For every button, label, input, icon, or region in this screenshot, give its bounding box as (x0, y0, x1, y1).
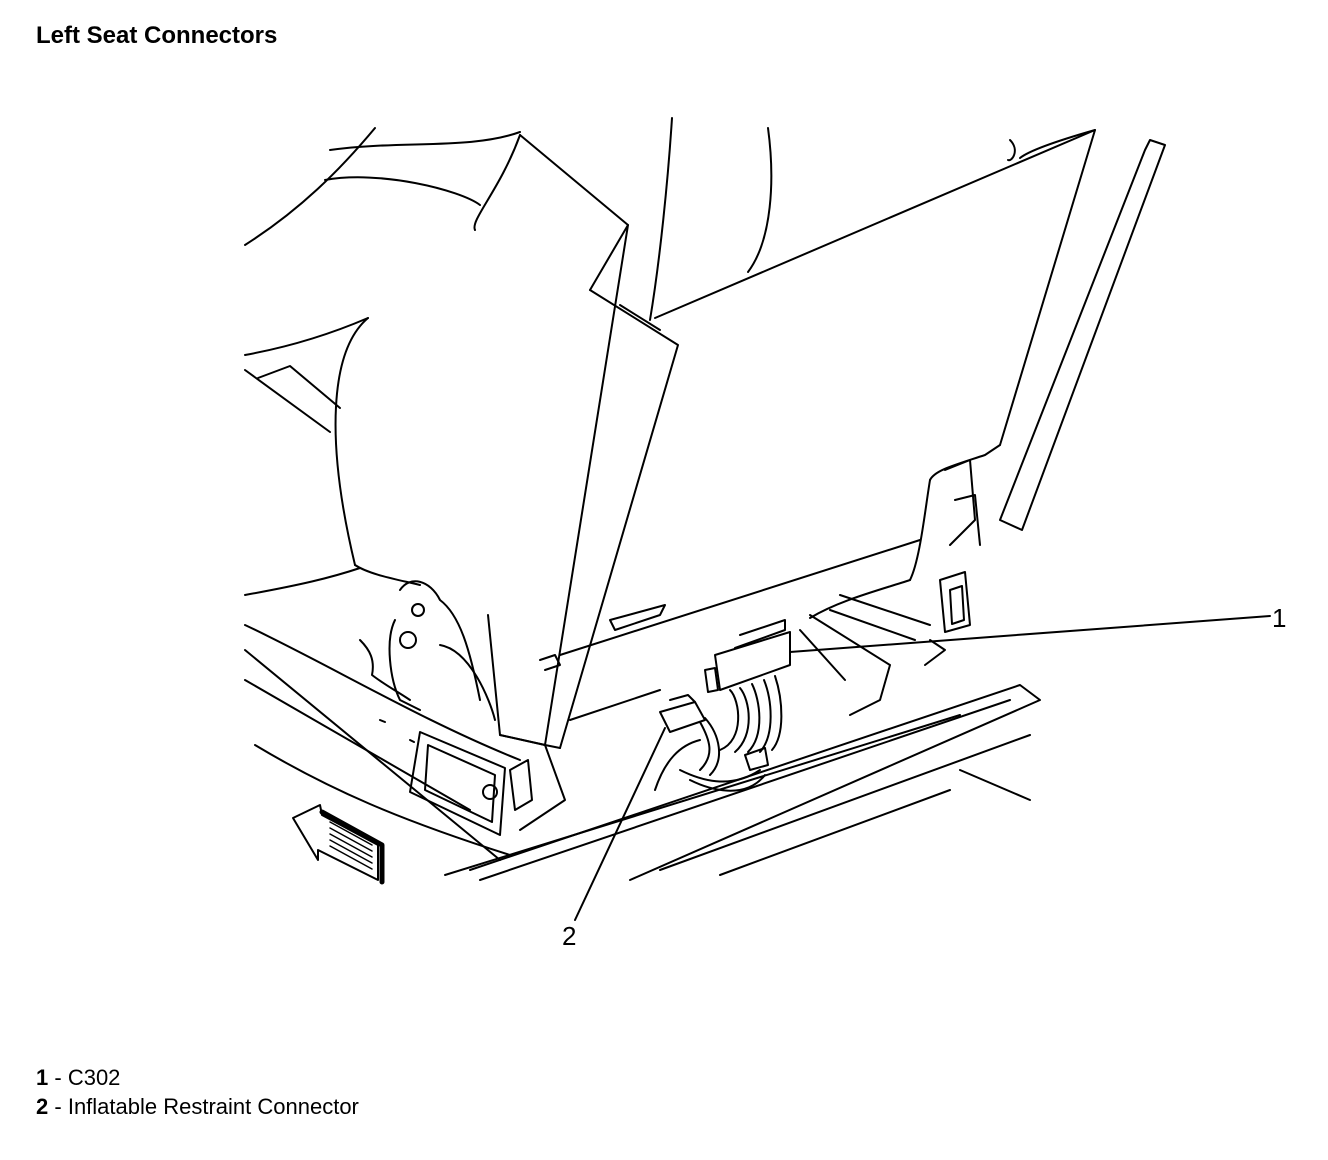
legend-item-separator: - (54, 1094, 62, 1119)
seatback-panel-rear (619, 117, 1166, 619)
page-title: Left Seat Connectors (36, 22, 278, 49)
legend-item: 2 - Inflatable Restraint Connector (36, 1092, 359, 1121)
callout-1-number: 1 (1272, 603, 1286, 633)
forward-direction-arrow-icon (292, 804, 385, 885)
legend-item-label: C302 (67, 1065, 121, 1090)
legend-item-label: Inflatable Restraint Connector (67, 1094, 359, 1119)
legend-item-separator: - (54, 1065, 62, 1090)
callout-2-leader-line (574, 727, 666, 921)
seatback-panel-front (473, 134, 679, 749)
seat-hinge-bracket (359, 580, 566, 836)
legend-item-number: 1 (36, 1065, 49, 1090)
seat-cushion-drawing (244, 127, 521, 861)
legend-item-number: 2 (36, 1094, 49, 1119)
c302-connector-drawing (704, 619, 791, 753)
legend: 1 - C302 2 - Inflatable Restraint Connec… (36, 1063, 359, 1121)
inflatable-restraint-connector-drawing (654, 694, 769, 792)
seat-latch-right (924, 459, 981, 666)
floor-rails (444, 539, 1041, 881)
legend-item: 1 - C302 (36, 1063, 359, 1092)
callout-2-number: 2 (562, 921, 576, 951)
callout-1-leader-line (789, 615, 1271, 653)
